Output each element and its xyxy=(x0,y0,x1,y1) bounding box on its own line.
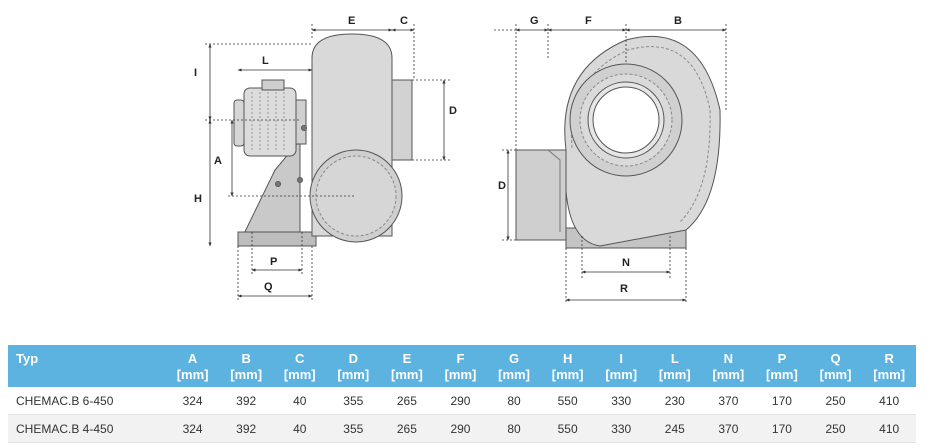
cell-h: 550 xyxy=(540,414,595,443)
table-header-row: Typ A[mm] B[mm] C[mm] D[mm] E[mm] F[mm] … xyxy=(8,345,916,387)
cell-n: 370 xyxy=(701,387,756,415)
col-header-h: H[mm] xyxy=(551,351,584,382)
dim-label-r: R xyxy=(620,283,628,295)
cell-r: 410 xyxy=(862,387,916,415)
cell-c: 40 xyxy=(272,414,327,443)
cell-q: 250 xyxy=(808,414,863,443)
cell-c: 40 xyxy=(272,387,327,415)
dim-label-e: E xyxy=(348,15,355,27)
col-header-c: C[mm] xyxy=(283,351,316,382)
front-view-dimensions xyxy=(494,24,727,304)
cell-b: 392 xyxy=(219,387,273,415)
technical-drawing: E C I L D A H P Q xyxy=(194,15,727,304)
dim-label-q: Q xyxy=(264,281,273,293)
dim-label-b: B xyxy=(674,15,682,27)
side-view-labels: E C I L D A H P Q xyxy=(194,15,457,293)
table-row: CHEMAC.B 4-450 324 392 40 355 265 290 80… xyxy=(8,414,916,443)
cell-l: 230 xyxy=(648,387,702,415)
dim-label-d-side: D xyxy=(449,105,457,117)
cell-a: 324 xyxy=(165,387,220,415)
outlet-duct xyxy=(391,79,413,161)
col-header-r: R[mm] xyxy=(873,351,906,382)
dim-label-p: P xyxy=(270,256,277,268)
col-header-g: G[mm] xyxy=(498,351,530,382)
col-header-l: L[mm] xyxy=(658,351,691,382)
side-view xyxy=(233,33,413,247)
cell-f: 290 xyxy=(433,387,488,415)
dim-label-d-front: D xyxy=(498,180,506,192)
front-outlet xyxy=(515,149,567,241)
cell-d: 355 xyxy=(326,414,381,443)
cell-g: 80 xyxy=(487,414,541,443)
dim-label-c: C xyxy=(400,15,408,27)
base-foot xyxy=(237,231,317,247)
col-header-typ: Typ xyxy=(16,351,39,366)
dim-label-l: L xyxy=(262,55,269,67)
dim-label-h: H xyxy=(194,193,202,205)
cell-q: 250 xyxy=(808,387,863,415)
col-header-d: D[mm] xyxy=(337,351,370,382)
cell-p: 170 xyxy=(755,387,809,415)
cell-l: 245 xyxy=(648,414,702,443)
col-header-p: P[mm] xyxy=(766,351,798,382)
col-header-i: I[mm] xyxy=(605,351,638,382)
cell-e: 265 xyxy=(380,414,434,443)
col-header-b: B[mm] xyxy=(230,351,263,382)
dim-label-a: A xyxy=(214,155,222,167)
col-header-a: A[mm] xyxy=(176,351,209,382)
cell-type: CHEMAC.B 6-450 xyxy=(8,387,166,415)
col-header-q: Q[mm] xyxy=(819,351,852,382)
dim-label-n: N xyxy=(622,257,630,269)
dim-label-i: I xyxy=(194,67,197,79)
cell-b: 392 xyxy=(219,414,273,443)
front-view xyxy=(515,35,721,249)
cell-i: 330 xyxy=(594,414,648,443)
cell-a: 324 xyxy=(165,414,220,443)
cell-d: 355 xyxy=(326,387,381,415)
dim-label-g: G xyxy=(530,15,539,27)
col-header-e: E[mm] xyxy=(391,351,423,382)
cell-g: 80 xyxy=(487,387,541,415)
cell-r: 410 xyxy=(862,414,916,443)
cell-f: 290 xyxy=(433,414,488,443)
cell-h: 550 xyxy=(540,387,595,415)
motor xyxy=(233,79,307,157)
dimensions-table: Typ A[mm] B[mm] C[mm] D[mm] E[mm] F[mm] … xyxy=(8,345,916,443)
dim-label-f: F xyxy=(585,15,592,27)
front-view-labels: G F B D N R xyxy=(498,15,682,295)
table-row: CHEMAC.B 6-450 324 392 40 355 265 290 80… xyxy=(8,387,916,415)
inlet-opening xyxy=(592,86,660,154)
cell-i: 330 xyxy=(594,387,648,415)
cell-p: 170 xyxy=(755,414,809,443)
side-view-dimensions xyxy=(205,24,450,300)
col-header-n: N[mm] xyxy=(712,351,745,382)
cell-n: 370 xyxy=(701,414,756,443)
col-header-f: F[mm] xyxy=(444,351,477,382)
cell-e: 265 xyxy=(380,387,434,415)
cell-type: CHEMAC.B 4-450 xyxy=(8,414,166,443)
